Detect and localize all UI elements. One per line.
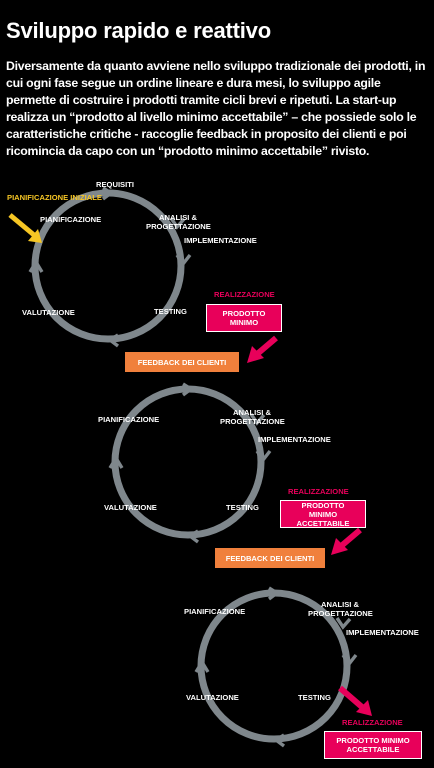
cycle2-step-analisi: ANALISI & PROGETTAZIONE [220, 408, 285, 426]
cycle2-arrowheads [108, 382, 272, 544]
cycle1-step-pianificazione: PIANIFICAZIONE [40, 215, 102, 224]
cycle2-release-label: REALIZZAZIONE [288, 487, 349, 496]
pink-arrow-1 [247, 335, 278, 363]
cycle2-step-implementazione: IMPLEMENTAZIONE [258, 435, 331, 444]
cycle2-step-valutazione: VALUTAZIONE [104, 503, 157, 512]
cycle2-step-pianificazione: PIANIFICAZIONE [98, 415, 160, 424]
cycle2-product-box: PRODOTTO MINIMO ACCETTABILE [280, 500, 366, 528]
pink-arrow-3 [338, 685, 372, 716]
start-label: PIANIFICAZIONE INIZIALE [7, 193, 102, 202]
cycle3-step-analisi: ANALISI & PROGETTAZIONE [308, 600, 373, 618]
cycle2-step-testing: TESTING [226, 503, 259, 512]
cycle1-step-valutazione: VALUTAZIONE [22, 308, 75, 317]
cycle3-step-testing: TESTING [298, 693, 331, 702]
cycle1-product-box: PRODOTTO MINIMO [206, 304, 282, 332]
cycle1-feedback-box: FEEDBACK DEI CLIENTI [125, 352, 239, 372]
cycle1-step-analisi: ANALISI & PROGETTAZIONE [146, 213, 211, 231]
cycle3-step-implementazione: IMPLEMENTAZIONE [346, 628, 419, 637]
cycle3-arrowheads [194, 586, 358, 748]
pink-arrow-2 [331, 527, 362, 555]
cycle1-step-requisiti: REQUISITI [96, 180, 134, 189]
intro-paragraph: Diversamente da quanto avviene nello svi… [6, 59, 426, 158]
cycle3-step-valutazione: VALUTAZIONE [186, 693, 239, 702]
cycle1-step-implementazione: IMPLEMENTAZIONE [184, 236, 257, 245]
cycle3-product-box: PRODOTTO MINIMO ACCETTABILE [324, 731, 422, 759]
start-arrow [8, 213, 42, 243]
cycle1-step-testing: TESTING [154, 307, 187, 316]
page-title: Sviluppo rapido e reattivo [6, 18, 271, 43]
cycle2-feedback-box: FEEDBACK DEI CLIENTI [215, 548, 325, 568]
cycle1-arrowheads [28, 186, 192, 348]
cycle1-release-label: REALIZZAZIONE [214, 290, 275, 299]
cycle3-step-pianificazione: PIANIFICAZIONE [184, 607, 246, 616]
cycle3-release-label: REALIZZAZIONE [342, 718, 403, 727]
